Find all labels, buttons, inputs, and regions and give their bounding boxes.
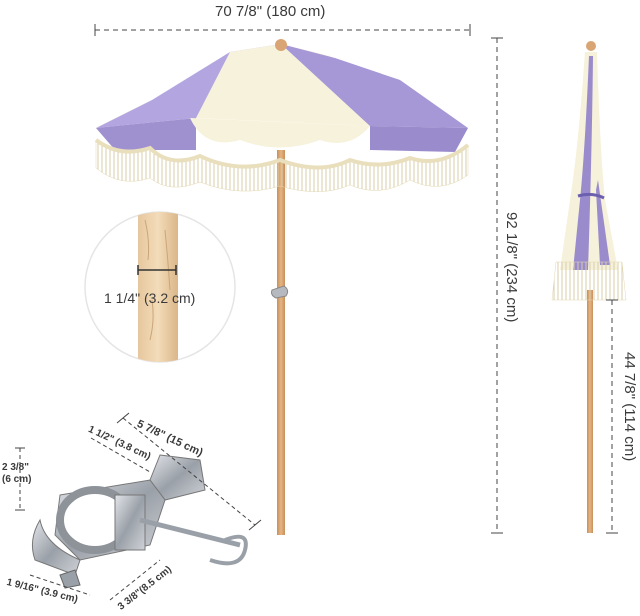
canopy-scallop-center	[190, 118, 370, 148]
clamp-handle	[209, 534, 248, 566]
label-open-width: 70 7/8" (180 cm)	[215, 3, 326, 20]
label-pole-diameter: 1 1/4" (3.2 cm)	[104, 290, 196, 306]
clamp-screw	[139, 517, 241, 548]
umbrella-finial	[275, 39, 287, 51]
closed-tie	[577, 192, 605, 200]
label-total-height: 92 1/8" (234 cm)	[503, 212, 520, 323]
closed-umbrella	[551, 41, 627, 533]
open-umbrella	[94, 39, 470, 535]
umbrella-pole	[277, 150, 285, 535]
canopy-panel-left-edge	[96, 118, 196, 150]
canopy-panel-right	[281, 44, 468, 128]
closed-pole	[587, 290, 593, 533]
clamp-illustration	[31, 454, 248, 589]
closed-canopy-stripe	[573, 56, 593, 270]
pole-zoom-wood	[138, 212, 178, 362]
closed-finial	[586, 41, 596, 51]
label-closed-pole-height: 44 7/8" (114 cm)	[621, 352, 638, 462]
tilt-hinge	[271, 285, 289, 299]
label-clamp-height-1: 2 3/8"	[2, 462, 29, 473]
pole-zoom-circle	[84, 211, 236, 363]
dimension-lines	[15, 24, 618, 601]
closed-fringe	[551, 261, 627, 301]
label-clamp-height-2: (6 cm)	[2, 474, 32, 485]
canopy-panel-right-edge	[370, 126, 468, 152]
clamp-body	[149, 454, 206, 501]
